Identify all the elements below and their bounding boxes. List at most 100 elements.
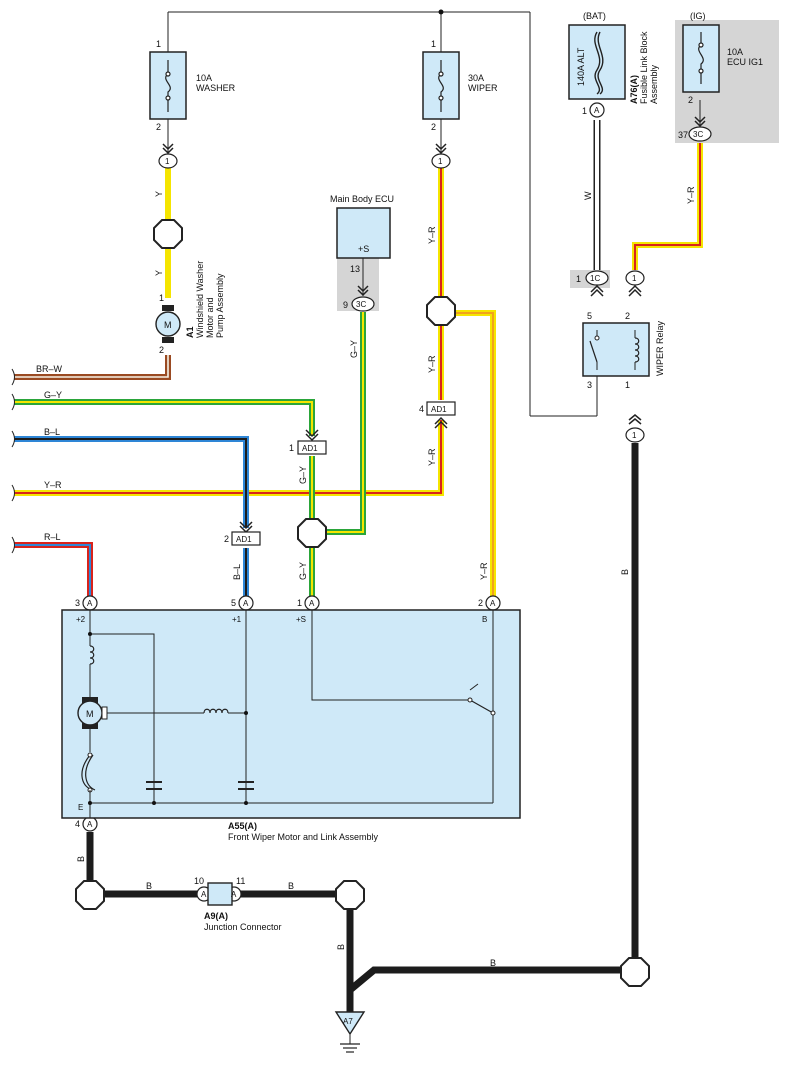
fuse-wiper-name: WIPER <box>468 83 498 93</box>
label-yr-1: Y–R <box>427 226 437 244</box>
wiper-conn-a3: A <box>87 599 93 608</box>
wiper-pin-2: 2 <box>478 598 483 608</box>
relay-pin-3: 3 <box>587 380 592 390</box>
conn-3c-ig-pin: 37 <box>678 130 688 140</box>
fuse-washer-pin-bot: 2 <box>156 122 161 132</box>
ad1-yr-pin: 4 <box>419 404 424 414</box>
fusible-link-code: A76(A) <box>629 75 639 104</box>
relay-switch <box>589 330 600 370</box>
label-rl-left: R–L <box>44 532 61 542</box>
washer-motor-symbol: M <box>164 320 172 330</box>
washer-motor-line3: Pump Assembly <box>215 273 225 338</box>
wiper-conn-a1: A <box>309 599 315 608</box>
label-yr-4: Y–R <box>479 562 489 580</box>
washer-motor-pin-top: 1 <box>159 293 164 303</box>
splice-octagons <box>75 219 650 987</box>
washer-motor-code: A1 <box>185 326 195 338</box>
label-y-2: Y <box>154 270 164 276</box>
fuse-washer-pin-top: 1 <box>156 39 161 49</box>
wire-br-w <box>14 355 171 380</box>
fuse-alt-pin: 1 <box>582 106 587 116</box>
wiper-term-plus-s: +S <box>296 615 306 624</box>
fuse-washer <box>149 51 187 120</box>
relay-coil <box>634 330 640 370</box>
label-gy-1: G–Y <box>349 340 359 358</box>
connector-markers <box>82 102 712 902</box>
wire-break-marks <box>11 368 15 554</box>
label-b-h1: B <box>146 881 152 891</box>
wiper-pin-1: 1 <box>297 598 302 608</box>
ecu-pin-13: 13 <box>350 264 360 274</box>
wiper-conn-a2: A <box>490 599 496 608</box>
fuse-wiper-pin-bot: 2 <box>431 122 436 132</box>
washer-motor-line1: Windshield Washer <box>195 261 205 338</box>
alt-header: (BAT) <box>583 11 606 21</box>
wire-b-l <box>14 436 249 596</box>
conn-3c-ecu: 3C <box>356 300 366 309</box>
junction-pin-out: 11 <box>236 876 245 886</box>
label-bl-vert: B–L <box>232 564 242 580</box>
label-w: W <box>583 191 593 200</box>
conn-alt-a: A <box>594 106 600 115</box>
fuse-washer-amp: 10A <box>196 73 212 83</box>
junction-pin-in: 10 <box>194 876 204 886</box>
label-gy-left: G–Y <box>44 390 62 400</box>
wiper-motor-code: A55(A) <box>228 821 257 831</box>
conn-washer-1: 1 <box>165 157 170 166</box>
label-bl-left: B–L <box>44 427 60 437</box>
fuse-ig-amp: 10A <box>727 47 743 57</box>
label-gy-2: G–Y <box>298 466 308 484</box>
wiper-term-plus1: +1 <box>232 615 242 624</box>
conn-1c: 1C <box>590 274 600 283</box>
conn-3c-ig: 3C <box>693 130 703 139</box>
fusible-link-line2: Assembly <box>649 64 659 104</box>
fuse-wiper <box>422 51 460 120</box>
relay-pin-2: 2 <box>625 311 630 321</box>
ad1-gy-pin: 1 <box>289 443 294 453</box>
wire-r-l <box>14 542 93 596</box>
wiper-term-e: E <box>78 803 83 812</box>
conn-wiper-1: 1 <box>438 157 443 166</box>
fuse-ig <box>682 24 720 93</box>
junction-name: Junction Connector <box>204 922 282 932</box>
wiper-motor-box <box>61 609 521 819</box>
junction-box <box>207 882 233 906</box>
ad1-bl-pin: 2 <box>224 534 229 544</box>
label-y-1: Y <box>154 191 164 197</box>
fuse-washer-name: WASHER <box>196 83 236 93</box>
wiper-motor-armature <box>77 697 108 729</box>
label-b-right: B <box>620 569 630 575</box>
label-yr-3: Y–R <box>427 448 437 466</box>
fuse-wiper-amp: 30A <box>468 73 484 83</box>
label-b-left: B <box>76 856 86 862</box>
relay-name: WIPER Relay <box>655 320 665 376</box>
wire-g-y <box>14 312 366 596</box>
washer-motor-line2: Motor and <box>205 297 215 338</box>
wiper-conn-a5: A <box>243 599 249 608</box>
ground-code: A7 <box>343 1017 353 1026</box>
relay-pin-5: 5 <box>587 311 592 321</box>
ad1-yr: AD1 <box>431 405 447 414</box>
washer-motor <box>155 305 181 343</box>
label-yr-left: Y–R <box>44 480 62 490</box>
wiper-motor-internal <box>81 610 496 818</box>
wiper-term-b: B <box>482 615 487 624</box>
wiper-pin-5: 5 <box>231 598 236 608</box>
wiper-conn-a4: A <box>87 820 93 829</box>
label-yr-2: Y–R <box>427 355 437 373</box>
wiper-pin-3: 3 <box>75 598 80 608</box>
wire-b-ground <box>86 443 639 1012</box>
splice-dot-top <box>438 9 444 15</box>
fuse-ig-name: ECU IG1 <box>727 57 763 67</box>
wiper-motor-name: Front Wiper Motor and Link Assembly <box>228 832 379 842</box>
label-b-h3: B <box>490 958 496 968</box>
ad1-bl: AD1 <box>236 535 252 544</box>
conn-relay-out-1: 1 <box>632 431 637 440</box>
wiper-pin-4: 4 <box>75 819 80 829</box>
label-gy-3: G–Y <box>298 562 308 580</box>
fusible-link-line1: Fusible Link Block <box>639 31 649 104</box>
washer-motor-pin-bot: 2 <box>159 345 164 355</box>
ig-header: (IG) <box>690 11 706 21</box>
ecu-title: Main Body ECU <box>330 194 394 204</box>
